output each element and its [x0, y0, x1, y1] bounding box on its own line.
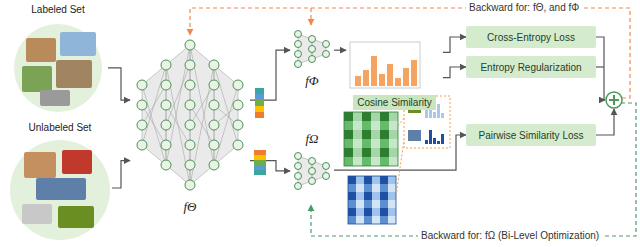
flow-arrow [443, 37, 466, 52]
similarity-matrix [344, 112, 398, 224]
node-heading: fΘ [184, 200, 197, 214]
path-label: Backward for: fΘ, and fΦ [466, 1, 582, 14]
probability-histogram [350, 42, 420, 88]
node-heading: Pairwise Similarity Loss [478, 129, 583, 142]
flow-arrow [250, 161, 290, 171]
feature-vector [254, 150, 266, 175]
data-set-cluster: Unlabeled Set [8, 122, 112, 242]
node-heading: Unlabeled Set [29, 122, 92, 134]
node-heading: fΩ [305, 132, 318, 146]
node-heading: Labeled Set [31, 4, 84, 16]
flow-arrow [108, 68, 130, 100]
path-label: Backward for: fΩ (Bi-Level Optimization) [418, 229, 602, 242]
network-module: fΘ [130, 36, 250, 214]
flow-arrow [112, 161, 130, 188]
loss-box: Pairwise Similarity Loss [466, 124, 596, 146]
similarity-histogram: Cosine Similarity [346, 38, 443, 110]
backbone-network [137, 40, 243, 190]
network-module: fΩ [290, 132, 334, 204]
loss-merge-lines [596, 37, 614, 135]
loss-box: Entropy Regularization [466, 56, 596, 78]
unlabeled-image-cluster [10, 140, 110, 240]
head-network [295, 153, 330, 190]
node-heading: Entropy Regularization [480, 61, 581, 74]
node-heading: fΦ [305, 74, 319, 88]
data-set-cluster: Labeled Set [8, 4, 108, 114]
node-heading: Cross-Entropy Loss [487, 31, 575, 44]
loss-box: Cross-Entropy Loss [466, 26, 596, 48]
flow-arrow [334, 50, 346, 51]
feature-vector [255, 88, 264, 118]
head-network [295, 31, 330, 68]
pairwise-example [396, 96, 450, 196]
flow-arrow [250, 50, 290, 100]
node-heading: Cosine Similarity [353, 95, 435, 110]
labeled-image-cluster [14, 24, 102, 112]
backward-path [190, 8, 636, 236]
sum-symbol [606, 92, 622, 108]
flow-arrow [443, 67, 466, 78]
network-module: fΦ [290, 26, 334, 88]
